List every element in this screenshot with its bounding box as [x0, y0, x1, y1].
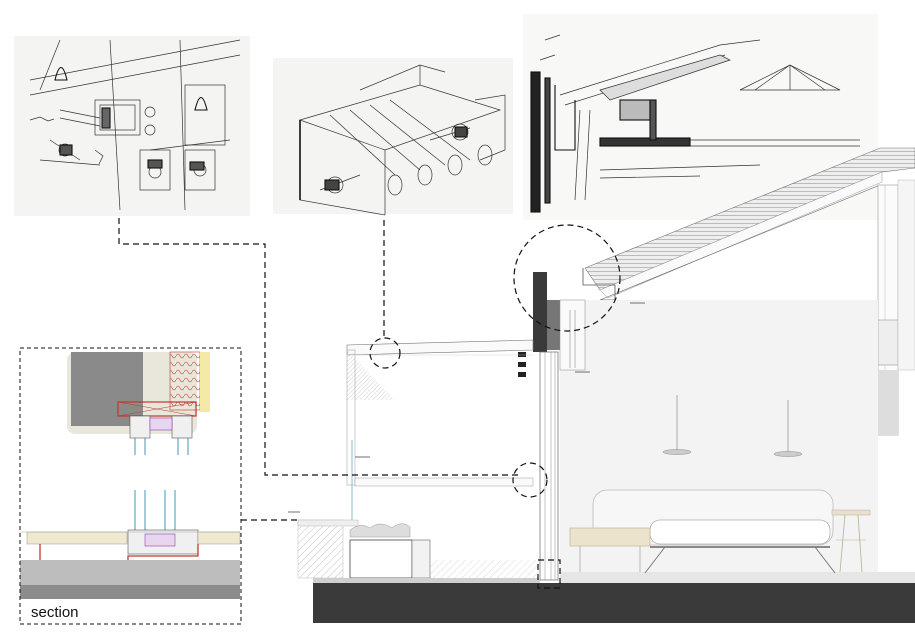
window-frame-vertical — [539, 351, 559, 581]
window-head-profile — [129, 415, 193, 455]
detail-leaders — [118, 218, 621, 589]
detail-box-frame — [19, 347, 242, 625]
insulation-upper — [169, 351, 201, 411]
wall-core-upper — [71, 352, 143, 426]
floor-finish-left — [26, 531, 128, 545]
screed-layer — [20, 560, 240, 585]
floor-finish — [560, 572, 915, 583]
section-detail-box — [19, 347, 242, 625]
main-building-section — [288, 147, 915, 623]
window-sill-profile — [127, 490, 199, 555]
pendant-lamps — [662, 395, 803, 457]
vent-slots — [518, 352, 526, 377]
dormer-wall-right — [877, 179, 915, 436]
callout-circle-canopy — [369, 337, 401, 369]
sketch-panel-left — [14, 36, 250, 216]
sketch-paper-left — [14, 36, 250, 216]
leader-left-sketch — [118, 218, 518, 476]
roller-box — [559, 299, 586, 371]
section-caption: section — [31, 604, 79, 621]
existing-wall-left — [297, 519, 344, 579]
planter-plants — [349, 523, 411, 538]
callout-circle-window-mid — [512, 462, 548, 498]
render-strip-upper — [200, 352, 210, 412]
slab-layer — [20, 585, 240, 599]
floor-finish-right — [197, 531, 241, 545]
level-markers — [288, 302, 645, 513]
frame-head-insulation — [117, 401, 197, 417]
pergola-canopy — [346, 339, 534, 520]
lamp-icon — [662, 449, 692, 455]
parapet-wall — [533, 272, 547, 352]
terrace-paving — [430, 560, 540, 578]
lamp-icon — [773, 451, 803, 457]
sketch-panel-middle — [273, 58, 513, 216]
callout-box-sill — [537, 559, 561, 589]
callout-circle-eave — [513, 224, 621, 332]
floor-slab — [313, 583, 915, 623]
sketch-paper-middle — [273, 58, 513, 214]
sofa — [569, 489, 836, 574]
roof — [582, 147, 915, 301]
planter — [349, 523, 431, 579]
side-table — [831, 509, 871, 573]
lintel — [547, 300, 560, 350]
